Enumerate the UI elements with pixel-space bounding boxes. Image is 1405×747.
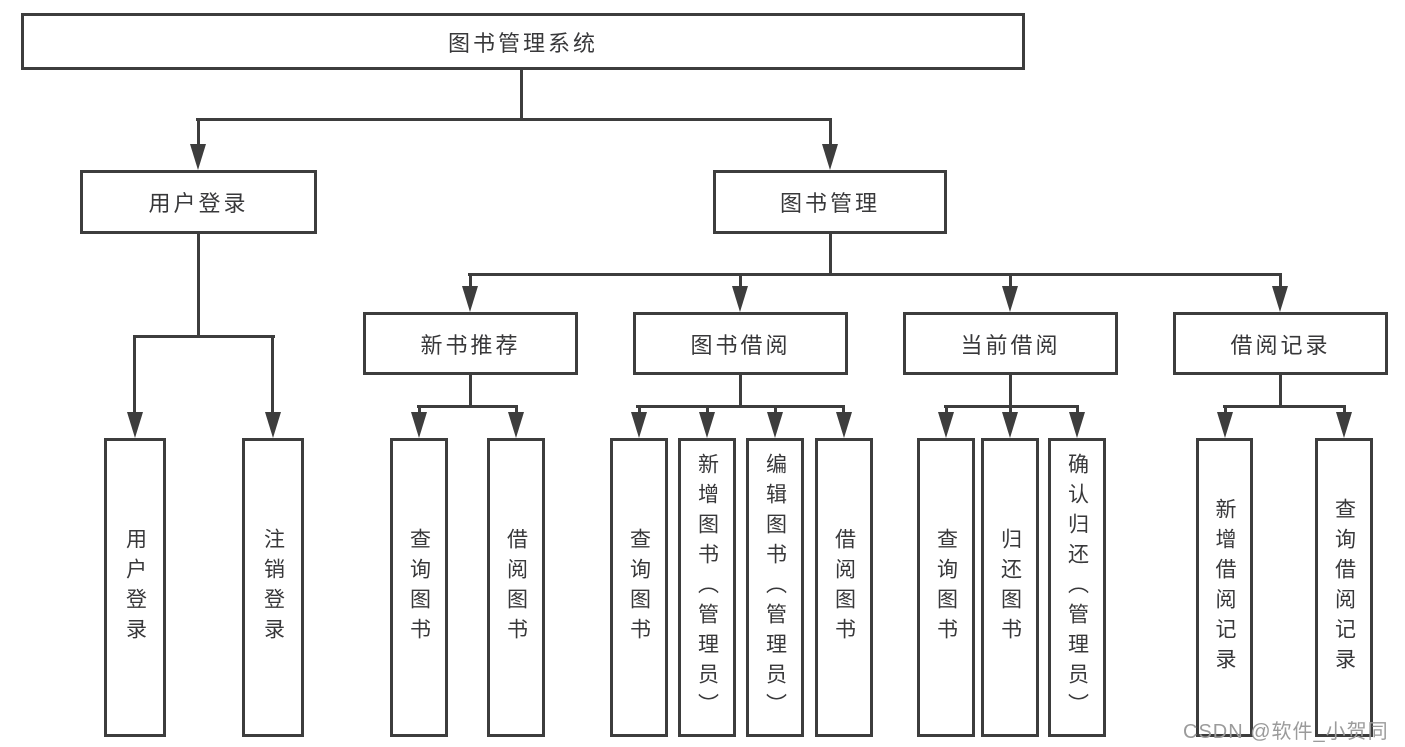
arrow-down-icon <box>1336 412 1352 438</box>
node-user-login-branch: 用户登录 <box>80 170 317 234</box>
arrow-down-icon <box>462 286 478 312</box>
connector-module-stem <box>469 273 472 291</box>
leaf-query-books-current: 查询图书 <box>917 438 975 737</box>
connector-leaf-stem <box>418 405 421 417</box>
connector-user-login-down <box>197 234 200 338</box>
connector-user-login-hline <box>133 335 275 338</box>
node-book-borrowing: 图书借阅 <box>633 312 848 375</box>
arrow-down-icon <box>836 412 852 438</box>
node-new-book-recommendation: 新书推荐 <box>363 312 578 375</box>
arrow-down-icon <box>1272 286 1288 312</box>
connector-user-login-stem <box>197 118 200 150</box>
leaf-query-books-borrowing: 查询图书 <box>610 438 668 737</box>
leaf-query-borrow-record: 查询借阅记录 <box>1315 438 1373 737</box>
leaf-logout: 注销登录 <box>242 438 304 737</box>
connector-leaf-stem <box>945 405 948 417</box>
connector-leaf-stem <box>271 335 274 417</box>
connector-book-mgmt-down <box>829 234 832 276</box>
connector-module-down <box>1279 375 1282 408</box>
connector-leaf-stem <box>1076 405 1079 417</box>
leaf-add-book-admin: 新增图书（管理员） <box>678 438 736 737</box>
arrow-down-icon <box>732 286 748 312</box>
leaf-confirm-return-admin: 确认归还（管理员） <box>1048 438 1106 737</box>
leaf-edit-book-admin: 编辑图书（管理员） <box>746 438 804 737</box>
leaf-borrow-books-recommend: 借阅图书 <box>487 438 545 737</box>
arrow-down-icon <box>1069 412 1085 438</box>
connector-modules-hline <box>468 273 1282 276</box>
connector-module-down <box>469 375 472 408</box>
connector-leaf-stem <box>706 405 709 417</box>
csdn-watermark: CSDN @软件_小贺同学 <box>1183 721 1389 743</box>
connector-book-mgmt-stem <box>829 118 832 150</box>
connector-leaf-stem <box>1343 405 1346 417</box>
arrow-down-icon <box>411 412 427 438</box>
leaf-user-login: 用户登录 <box>104 438 166 737</box>
connector-leaf-stem <box>842 405 845 417</box>
leaf-query-books-recommend: 查询图书 <box>390 438 448 737</box>
connector-root-hline <box>196 118 831 121</box>
connector-leaf-stem <box>1009 405 1012 417</box>
leaf-add-borrow-record: 新增借阅记录 <box>1196 438 1253 737</box>
connector-module-down <box>739 375 742 408</box>
node-current-borrowing: 当前借阅 <box>903 312 1118 375</box>
connector-module-stem <box>739 273 742 291</box>
connector-leaves-hline <box>417 405 518 408</box>
arrow-down-icon <box>1217 412 1233 438</box>
node-book-management-branch: 图书管理 <box>713 170 947 234</box>
node-library-management-system: 图书管理系统 <box>21 13 1025 70</box>
leaf-borrow-books: 借阅图书 <box>815 438 873 737</box>
arrow-down-icon <box>699 412 715 438</box>
arrow-down-icon <box>127 412 143 438</box>
arrow-down-icon <box>938 412 954 438</box>
arrow-down-icon <box>631 412 647 438</box>
arrow-down-icon <box>822 144 838 170</box>
connector-module-stem <box>1009 273 1012 291</box>
connector-leaf-stem <box>515 405 518 417</box>
connector-leaf-stem <box>774 405 777 417</box>
arrow-down-icon <box>767 412 783 438</box>
connector-root-stem <box>520 70 523 121</box>
connector-module-down <box>1009 375 1012 408</box>
node-borrowing-records: 借阅记录 <box>1173 312 1388 375</box>
connector-leaves-hline <box>636 405 845 408</box>
leaf-return-book: 归还图书 <box>981 438 1039 737</box>
connector-leaf-stem <box>1224 405 1227 417</box>
arrow-down-icon <box>508 412 524 438</box>
connector-leaves-hline <box>1223 405 1346 408</box>
connector-leaf-stem <box>638 405 641 417</box>
arrow-down-icon <box>190 144 206 170</box>
arrow-down-icon <box>265 412 281 438</box>
connector-module-stem <box>1279 273 1282 291</box>
arrow-down-icon <box>1002 412 1018 438</box>
arrow-down-icon <box>1002 286 1018 312</box>
connector-leaf-stem <box>133 335 136 417</box>
